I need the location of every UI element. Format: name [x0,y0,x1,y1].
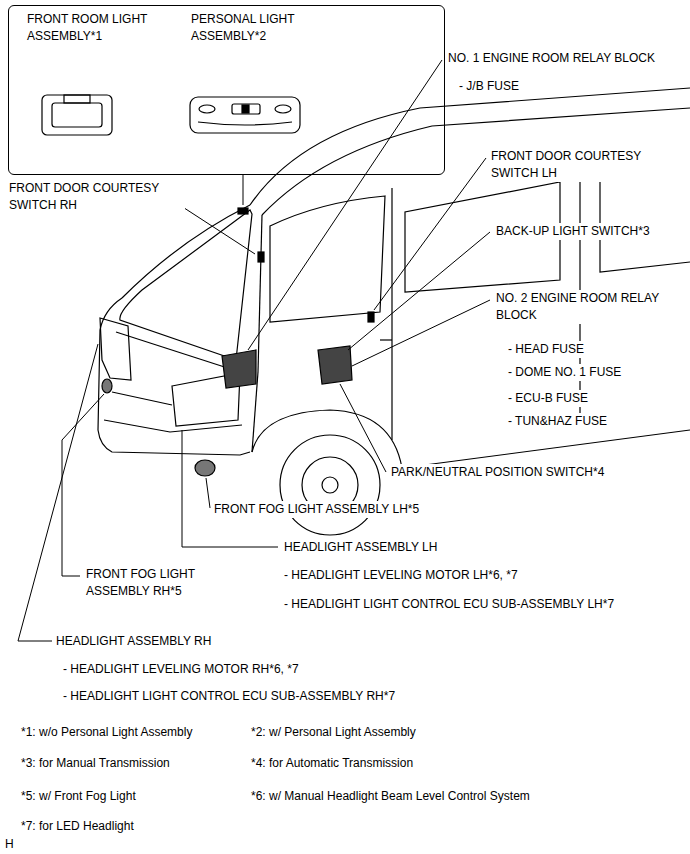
personal-light-icon [190,97,300,133]
part-label: - J/B FUSE [458,78,520,95]
part-label: FRONT DOOR COURTESY SWITCH RH [8,180,185,214]
part-label: FRONT DOOR COURTESY SWITCH LH [490,148,667,182]
part-label: - HEADLIGHT LEVELING MOTOR LH*6, *7 [283,567,519,584]
part-label: PARK/NEUTRAL POSITION SWITCH*4 [390,464,605,481]
part-label: - ECU-B FUSE [507,390,589,407]
van-body [98,88,690,535]
parts [102,208,374,476]
footnote: *2: w/ Personal Light Assembly [250,724,417,741]
part-label: NO. 2 ENGINE ROOM RELAY BLOCK [495,290,682,324]
footnote: *5: w/ Front Fog Light [20,788,137,805]
part-label: FRONT FOG LIGHT ASSEMBLY LH*5 [213,501,420,518]
part-label: HEADLIGHT ASSEMBLY LH [283,539,438,556]
room-light-icon [42,95,112,135]
footnote: *3: for Manual Transmission [20,755,171,772]
footnote: *1: w/o Personal Light Assembly [20,724,193,741]
footnote: *6: w/ Manual Headlight Beam Level Contr… [250,788,531,805]
part-label: - HEAD FUSE [507,341,585,358]
part-label: - HEADLIGHT LEVELING MOTOR RH*6, *7 [62,661,300,678]
part-label: - DOME NO. 1 FUSE [507,364,622,381]
leader-lines [18,60,490,641]
footnote: *7: for LED Headlight [20,818,135,835]
footnote: *4: for Automatic Transmission [250,755,414,772]
part-label: - TUN&HAZ FUSE [507,413,608,430]
part-name: FRONT ROOM LIGHT ASSEMBLY*1 [27,11,167,45]
part-label: FRONT FOG LIGHT ASSEMBLY RH*5 [85,566,247,600]
part-label: - HEADLIGHT LIGHT CONTROL ECU SUB-ASSEMB… [62,688,396,705]
part-label: HEADLIGHT ASSEMBLY RH [55,633,212,650]
inset-frame: FRONT ROOM LIGHT ASSEMBLY*1 PERSONAL LIGH… [8,5,445,175]
part-label: - HEADLIGHT LIGHT CONTROL ECU SUB-ASSEMB… [283,596,615,613]
figure-code: H [4,836,15,853]
part-name: PERSONAL LIGHT ASSEMBLY*2 [191,11,316,45]
part-label: NO. 1 ENGINE ROOM RELAY BLOCK [447,50,656,67]
part-label: BACK-UP LIGHT SWITCH*3 [495,223,651,240]
